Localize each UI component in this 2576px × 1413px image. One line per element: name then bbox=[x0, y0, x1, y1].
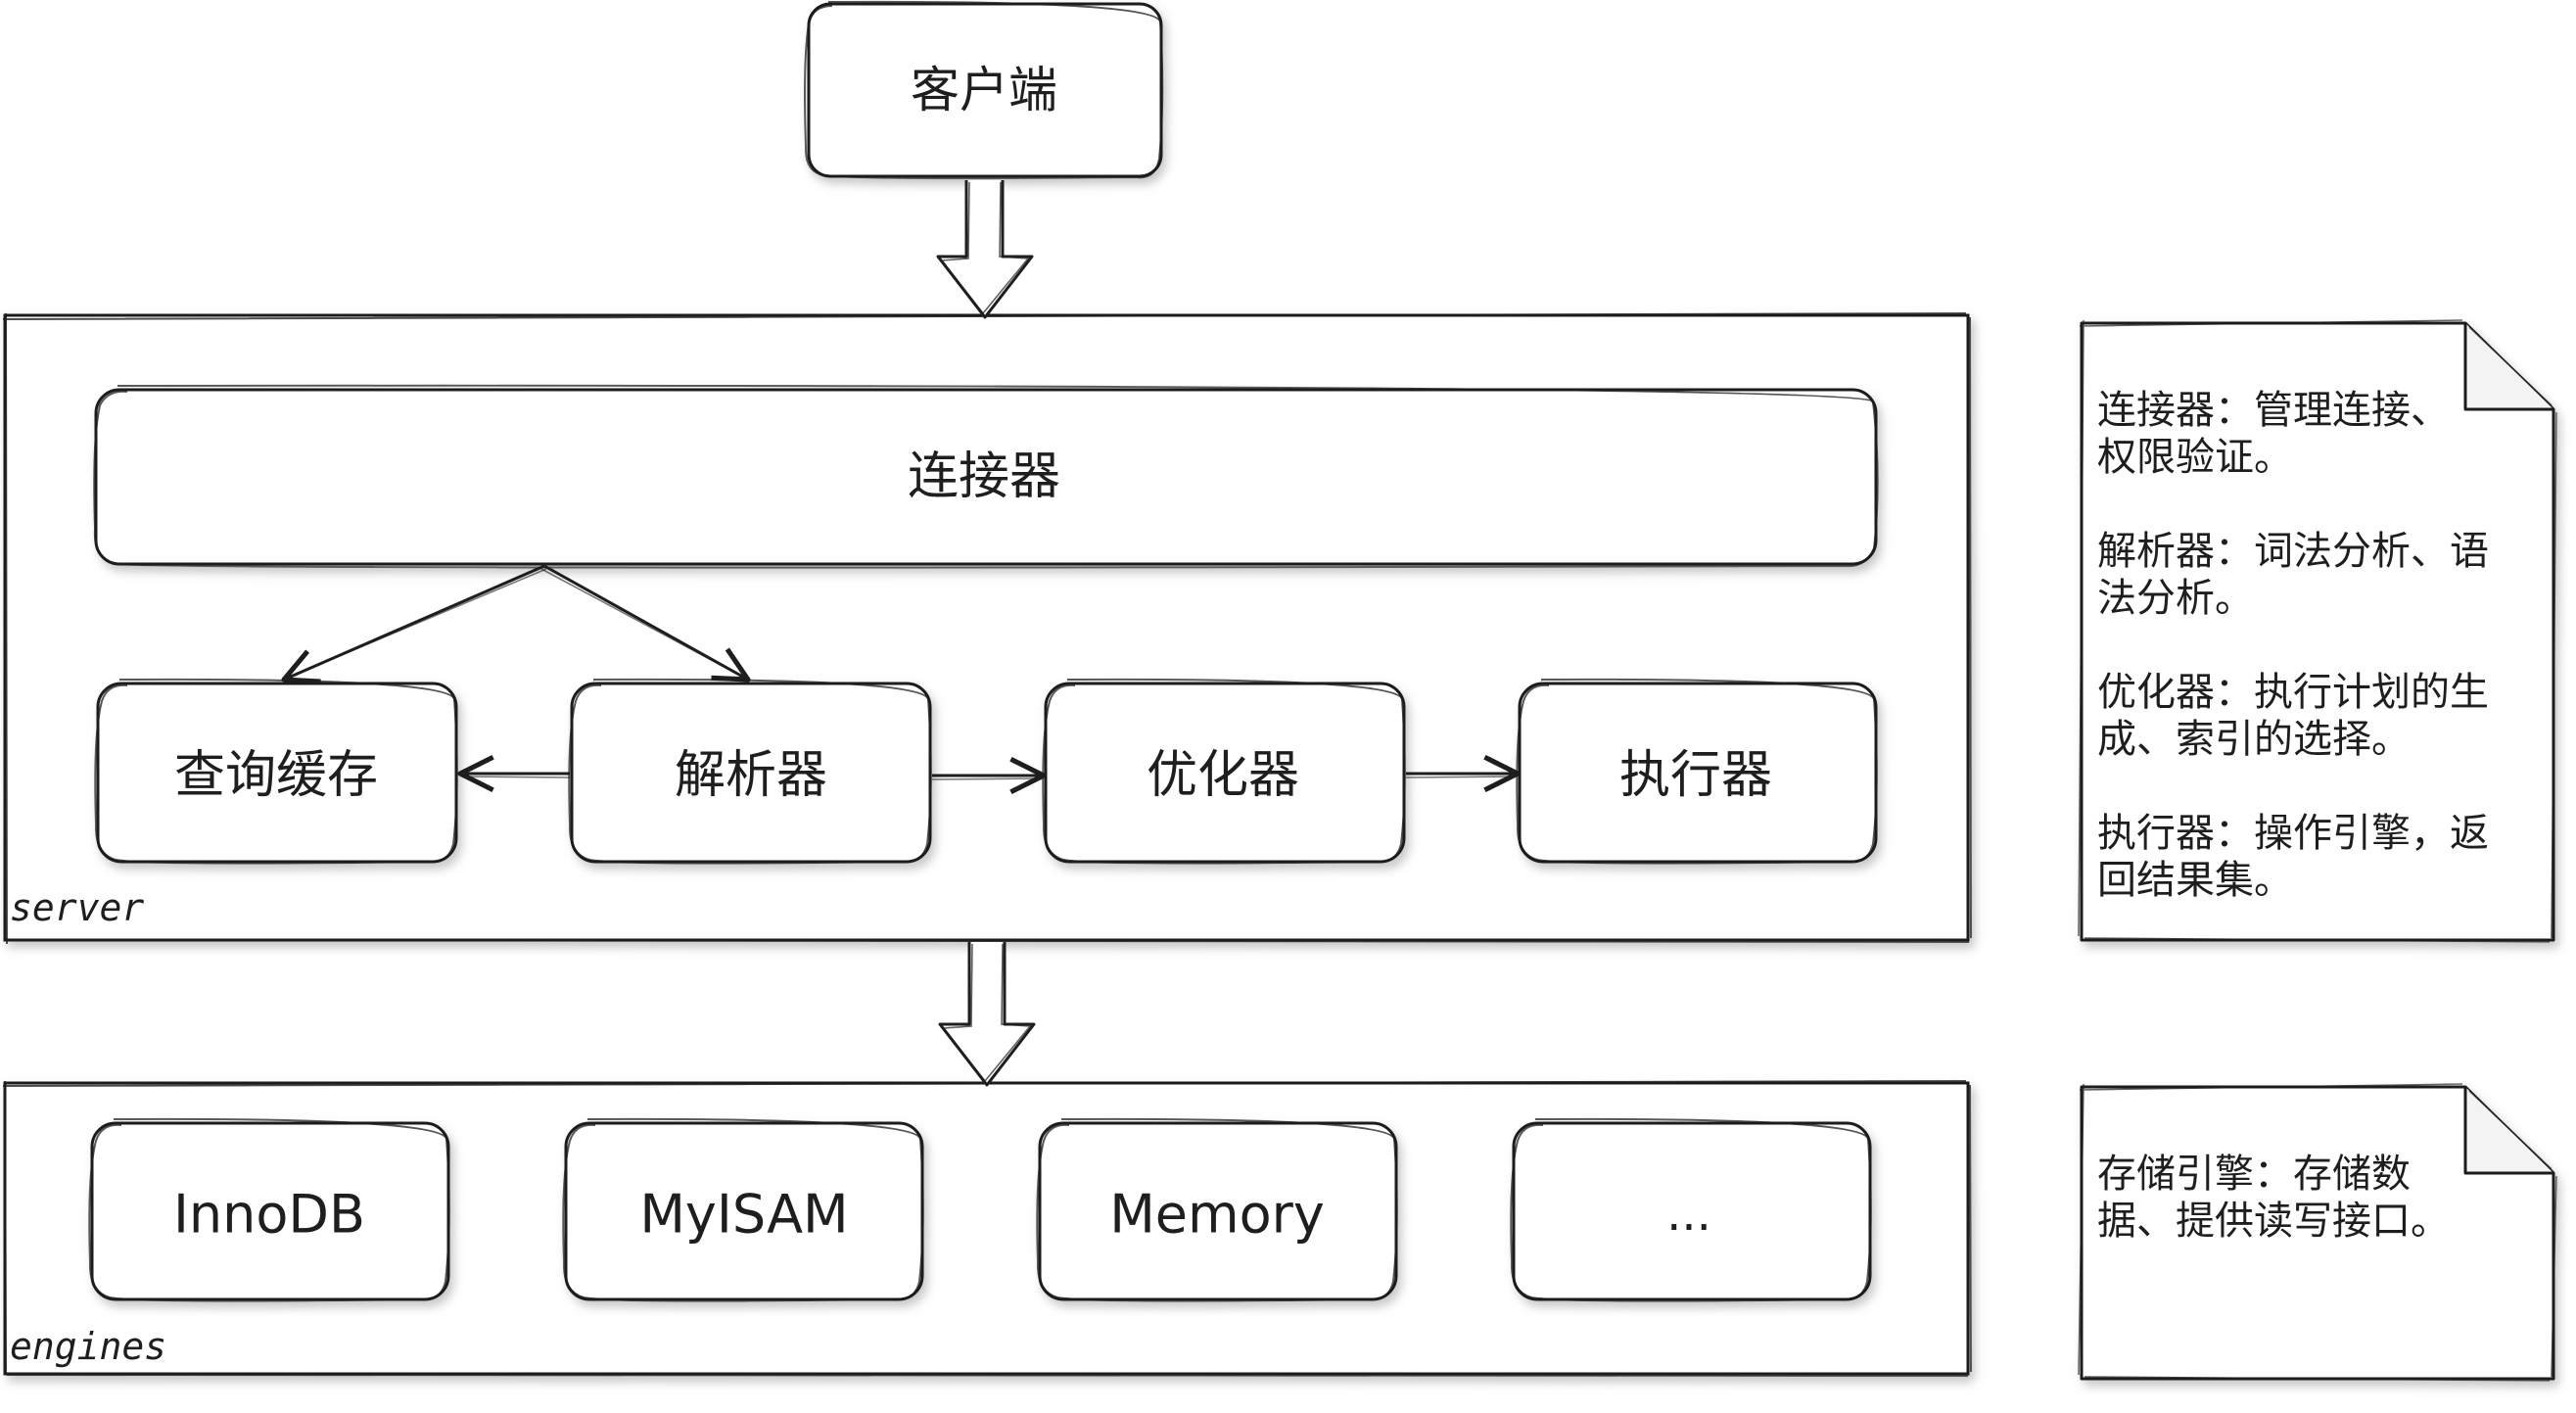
memory-label: Memory bbox=[1109, 1184, 1325, 1246]
query-cache-label: 查询缓存 bbox=[174, 746, 378, 805]
more-engines-label: ... bbox=[1666, 1187, 1711, 1242]
client-node bbox=[804, 0, 1164, 180]
query-cache-node bbox=[94, 678, 458, 865]
innodb-label: InnoDB bbox=[173, 1184, 365, 1246]
connector-to-parser-arrow bbox=[540, 564, 751, 683]
server-group-label: server bbox=[10, 886, 144, 929]
server-to-engines-arrow bbox=[938, 942, 1036, 1087]
optimizer-node bbox=[1042, 678, 1406, 865]
engines-note-text: 存储引擎：存储数 据、提供读写接口。 bbox=[2097, 1152, 2450, 1244]
myisam-label: MyISAM bbox=[639, 1184, 848, 1246]
client-label: 客户端 bbox=[911, 62, 1057, 118]
engines-group-label: engines bbox=[10, 1325, 166, 1368]
parser-to-optimizer-arrow bbox=[931, 756, 1047, 795]
parser-node bbox=[568, 678, 932, 865]
executor-label: 执行器 bbox=[1619, 746, 1772, 805]
client-to-server-arrow bbox=[936, 180, 1034, 319]
server-note bbox=[2078, 319, 2557, 943]
connector-node bbox=[93, 384, 1879, 569]
innodb-node bbox=[88, 1117, 450, 1302]
parser-label: 解析器 bbox=[675, 746, 827, 805]
connector-to-query-cache-arrow bbox=[281, 564, 547, 684]
connector-label: 连接器 bbox=[908, 447, 1060, 506]
myisam-node bbox=[562, 1117, 924, 1302]
optimizer-label: 优化器 bbox=[1147, 746, 1299, 805]
engines-note bbox=[2078, 1083, 2557, 1382]
optimizer-to-executor-arrow bbox=[1405, 754, 1521, 793]
parser-to-query-cache-arrow bbox=[457, 754, 571, 793]
more-engines-node bbox=[1510, 1117, 1872, 1302]
server-note-text: 连接器：管理连接、 权限验证。 解析器：词法分析、语 法分析。 优化器：执行计划… bbox=[2097, 388, 2502, 903]
memory-node bbox=[1036, 1117, 1398, 1302]
